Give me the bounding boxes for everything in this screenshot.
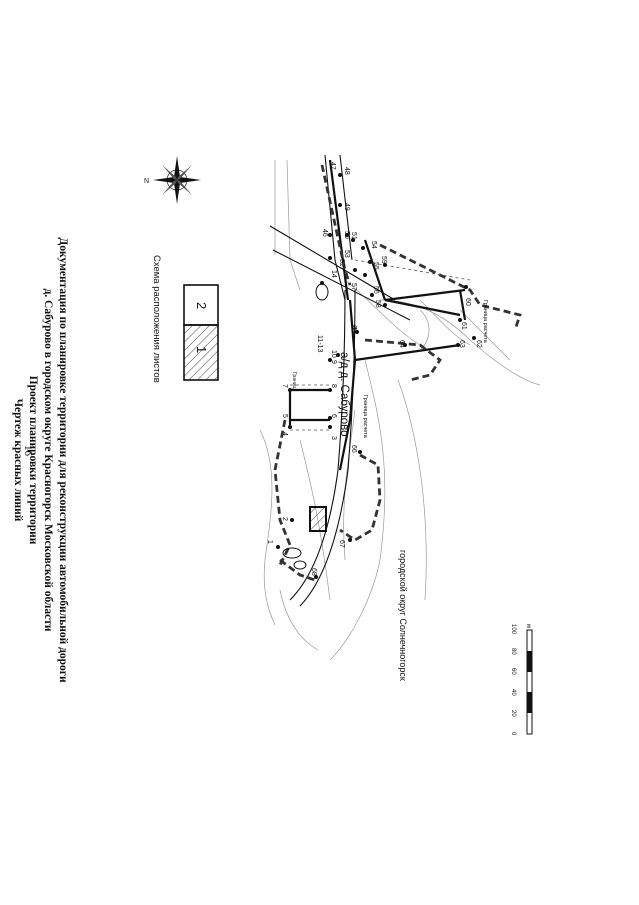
point-label: 51 <box>350 232 357 240</box>
guide-lines <box>290 259 471 431</box>
scale-label: 60 <box>510 668 516 675</box>
scale-label: 100 <box>510 624 516 635</box>
background-linework <box>259 159 541 661</box>
point-label: 46 <box>321 229 328 237</box>
point-label: 9 <box>330 360 337 364</box>
red-lines <box>288 159 467 471</box>
point-label: 8 <box>330 384 337 388</box>
point-label: 64 <box>398 340 405 348</box>
sheet-2-number: 2 <box>194 302 209 309</box>
point-label: 65 <box>350 325 357 333</box>
scale-label: 0 <box>510 732 516 736</box>
point-label: 61 <box>460 322 467 330</box>
point-label: 63 <box>458 340 465 348</box>
point-label: 48 <box>343 167 350 175</box>
point-label: 62 <box>475 340 482 348</box>
scale-unit-label: м <box>525 624 531 628</box>
road-name-label: а/д д. Сабурово <box>338 352 350 437</box>
scale-label: 80 <box>510 648 516 655</box>
calc-boundary-label: Граница расчета <box>362 395 368 439</box>
calc-boundary-label: Граница расчета <box>482 300 488 344</box>
point-label: 58 <box>374 300 381 308</box>
sheet-1-number: 1 <box>194 346 209 353</box>
sheet-layout-scheme: Схема расположения листов 2 1 <box>151 255 219 383</box>
building-hatched <box>309 506 327 532</box>
point-markers <box>276 173 476 579</box>
point-label: 60 <box>464 298 471 306</box>
scale-label: 20 <box>510 710 516 717</box>
point-label: 55 <box>372 262 379 270</box>
point-label: 47 <box>329 162 336 170</box>
point-label: 53 <box>343 250 350 258</box>
scale-label: 40 <box>510 689 516 696</box>
sheet-1-box <box>183 324 219 381</box>
point-label: 67 <box>338 540 345 548</box>
point-label: 66 <box>350 445 357 453</box>
point-label: 5 <box>281 414 288 418</box>
compass-north-label: N <box>144 178 149 185</box>
scale-bar: 0 20 40 60 80 100 м <box>510 624 533 736</box>
point-label: 50 <box>343 231 350 239</box>
point-label: 4 <box>281 432 288 436</box>
point-label: 11-13 <box>316 335 323 352</box>
point-label: 45 <box>350 326 357 334</box>
point-label: 56 <box>372 286 379 294</box>
point-label: 10 <box>330 350 337 358</box>
point-label: 14 <box>330 270 337 278</box>
point-label: 49 <box>343 203 350 211</box>
point-label: 6 <box>330 414 337 418</box>
sheet-layout-label: Схема расположения листов <box>151 255 162 383</box>
point-label: 3 <box>330 436 337 440</box>
point-label: 2 <box>281 517 288 521</box>
small-road-label: Граница <box>291 372 297 391</box>
point-label: 59 <box>380 256 387 264</box>
point-label: 52 <box>338 259 345 267</box>
point-label: 68 <box>310 568 317 576</box>
point-label: 57 <box>350 283 357 291</box>
district-label: городской округ Солнечногорск <box>398 550 408 681</box>
compass-rose-icon: N <box>144 156 201 204</box>
point-label: 54 <box>370 241 377 249</box>
point-labels: 1 2 3 4 5 6 7 8 9 10 11-13 14 45 46 47 4… <box>266 162 482 576</box>
small-structure-icon <box>282 283 329 570</box>
point-label: 7 <box>281 384 288 388</box>
point-label: 1 <box>266 540 273 544</box>
